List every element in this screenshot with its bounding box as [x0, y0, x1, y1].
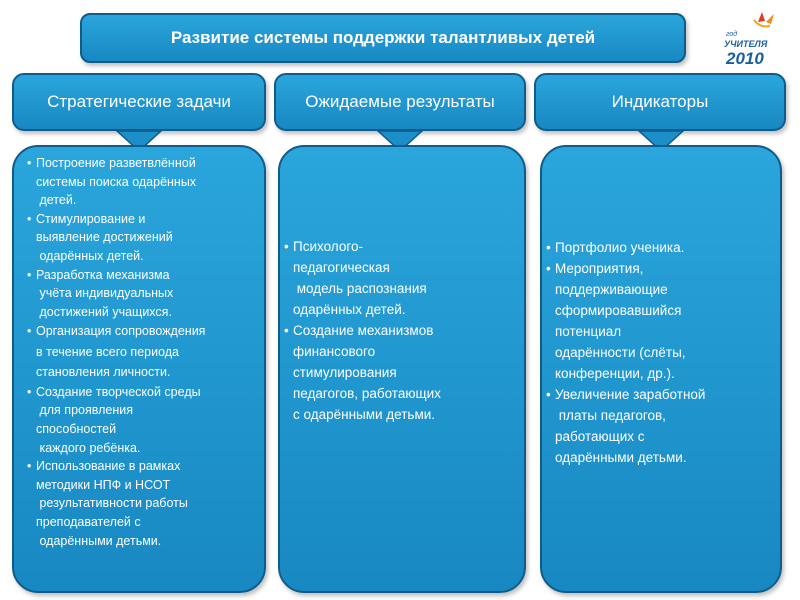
list-item-line: результативности работы [36, 496, 188, 511]
strategic-tasks-list: Построение разветвлённой системы поиска … [24, 154, 264, 550]
list-item-line: потенциал [555, 324, 622, 339]
list-item-line: одарённых детей. [293, 302, 406, 317]
list-item-line: одарёнными детьми. [555, 450, 687, 465]
list-item-line: одарённости (слёты, [555, 345, 686, 360]
list-item-line: конференции, др.). [555, 366, 675, 381]
column-heading-expected-results: Ожидаемые результаты [274, 73, 526, 131]
list-item-line: способностей [36, 422, 117, 437]
list-item-line: Психолого- [293, 239, 363, 254]
year-of-teacher-logo: год УЧИТЕЛЯ 2010 [714, 8, 794, 68]
list-item-line: преподавателей с [36, 515, 141, 529]
list-item: Психолого- педагогическая модель распозн… [281, 236, 521, 320]
column-heading-strategic-tasks: Стратегические задачи [12, 73, 266, 131]
list-item-line: методики НПФ и НСОТ [36, 477, 171, 492]
diagram-title: Развитие системы поддержки талантливых д… [80, 13, 686, 63]
list-item-line: Создание творческой среды [36, 384, 201, 399]
down-arrow-icon [376, 130, 424, 153]
list-item-line: педагогическая [293, 260, 390, 275]
list-item-line: модель распознания [293, 281, 427, 296]
list-item-line: Построение разветвлённой [36, 156, 196, 170]
svg-text:УЧИТЕЛЯ: УЧИТЕЛЯ [724, 39, 768, 49]
list-item: Создание механизмов финансового стимулир… [281, 320, 521, 425]
svg-text:2010: 2010 [725, 49, 764, 68]
indicators-list: Портфолио ученика. Мероприятия, поддержи… [543, 237, 779, 468]
expected-results-list: Психолого- педагогическая модель распозн… [281, 236, 521, 425]
list-item-line: одарёнными детьми. [36, 533, 162, 548]
list-item: Стимулирование и выявление достижений од… [24, 210, 264, 266]
list-item-line: учёта индивидуальных [36, 286, 174, 301]
list-item-line: с одарёнными детьми. [293, 407, 436, 422]
list-item-line: Стимулирование и [36, 211, 146, 226]
list-item-line: становления личности. [36, 365, 171, 380]
list-item-line: педагогов, работающих [293, 386, 441, 401]
list-item-line: поддерживающие [555, 282, 668, 297]
list-item-line: Создание механизмов [293, 323, 434, 338]
list-item-line: достижений учащихся. [36, 304, 172, 319]
list-item-line: выявление достижений [36, 230, 173, 245]
list-item: Разработка механизма учёта индивидуальны… [24, 266, 264, 322]
list-item: Построение разветвлённой системы поиска … [24, 154, 264, 210]
list-item-line: финансового [293, 344, 376, 359]
list-item: Организация сопровождения в течение всег… [24, 321, 264, 383]
list-item: Увеличение заработной платы педагогов, р… [543, 384, 779, 468]
list-item-line: для проявления [36, 403, 133, 418]
list-item-line: системы поиска одарённых [36, 174, 197, 189]
down-arrow-icon [637, 130, 685, 153]
list-item-line: каждого ребёнка. [36, 440, 141, 455]
list-item-line: Увеличение заработной [555, 387, 706, 402]
column-heading-indicators: Индикаторы [534, 73, 786, 131]
list-item-line: платы педагогов, [555, 408, 666, 423]
list-item: Портфолио ученика. [543, 237, 779, 258]
list-item: Мероприятия, поддерживающие сформировавш… [543, 258, 779, 384]
list-item-line: детей. [36, 193, 77, 208]
list-item-line: в течение всего периода [36, 344, 179, 359]
list-item-line: сформировавшийся [555, 303, 682, 318]
down-arrow-icon [115, 130, 163, 153]
list-item-line: Мероприятия, [555, 261, 644, 276]
list-item: Создание творческой среды для проявления… [24, 383, 264, 457]
list-item-line: одарённых детей. [36, 248, 144, 263]
list-item-line: работающих с [555, 429, 645, 444]
list-item-line: Использование в рамках [36, 459, 181, 474]
list-item-line: Портфолио ученика. [555, 240, 685, 255]
list-item-line: стимулирования [293, 365, 397, 380]
list-item-line: Разработка механизма [36, 267, 170, 282]
svg-text:год: год [726, 30, 737, 38]
list-item: Использование в рамках методики НПФ и НС… [24, 457, 264, 550]
list-item-line: Организация сопровождения [36, 324, 206, 339]
